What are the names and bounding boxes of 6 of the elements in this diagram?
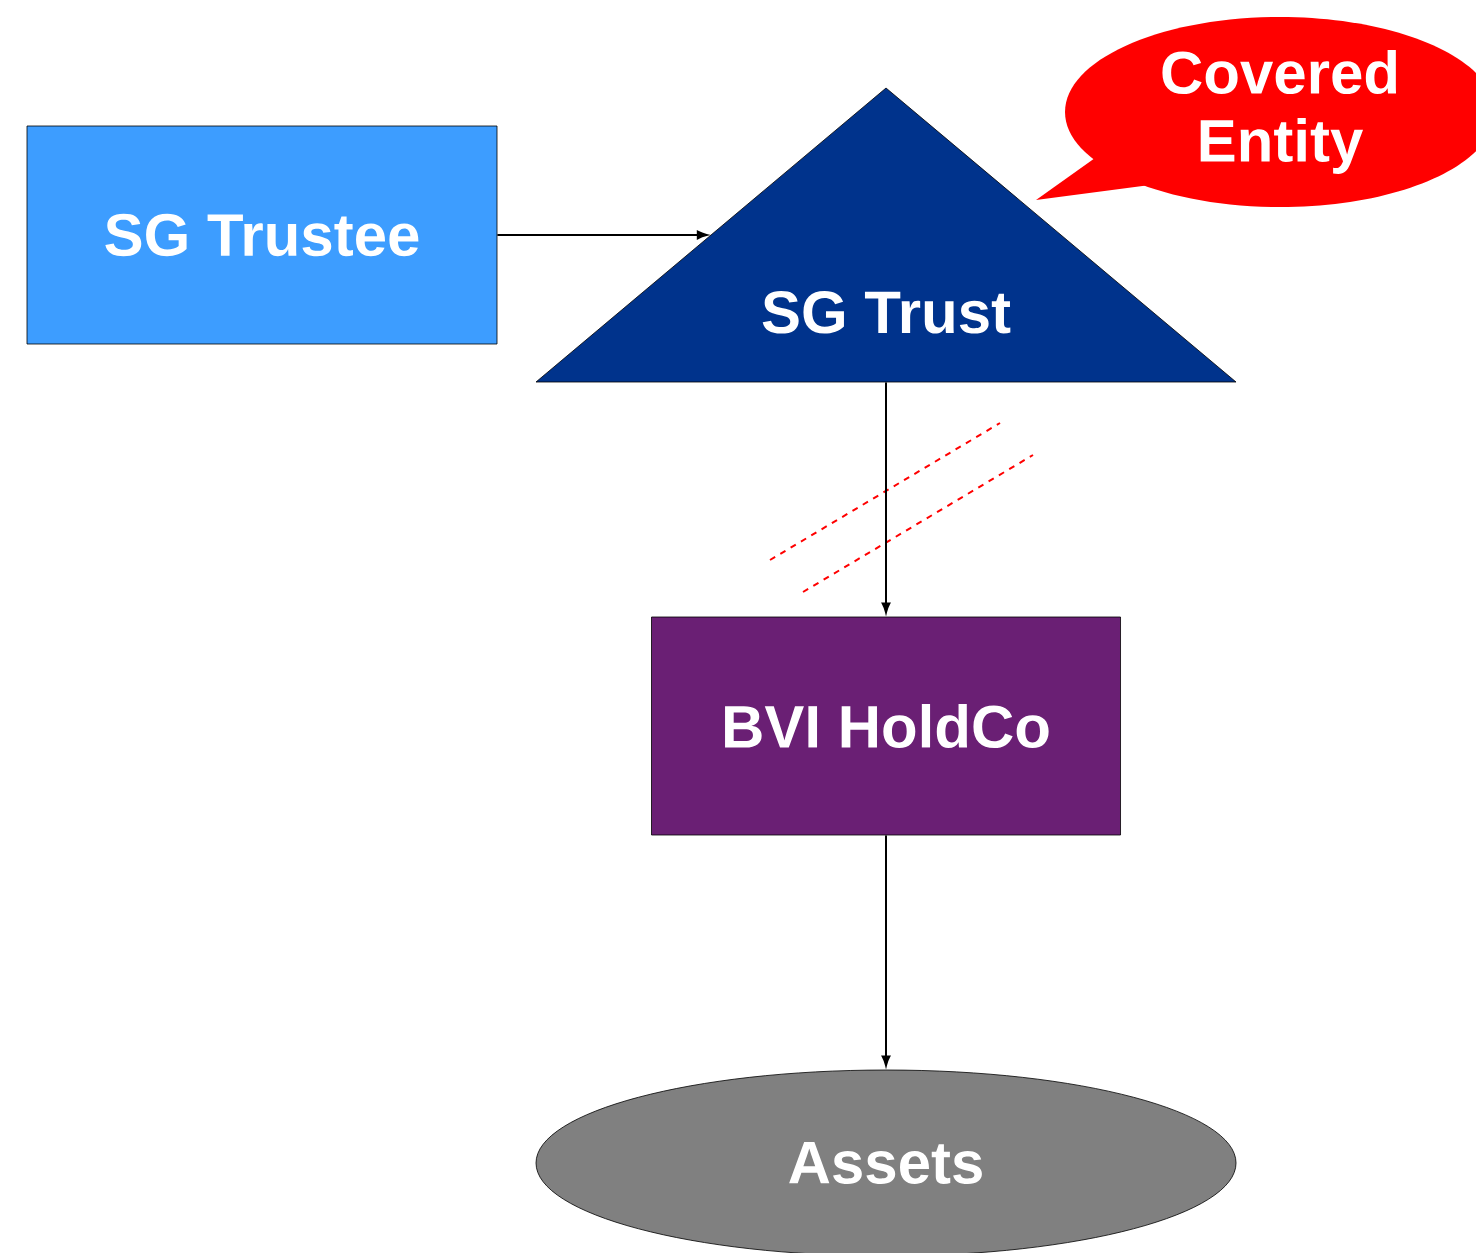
callout-bubble: Covered Entity [1036,17,1476,207]
arrow [496,230,708,240]
arrow [881,834,891,1067]
trustee-box: SG Trustee [26,125,498,345]
arrow [881,381,891,614]
holdco-box: BVI HoldCo [651,616,1121,836]
